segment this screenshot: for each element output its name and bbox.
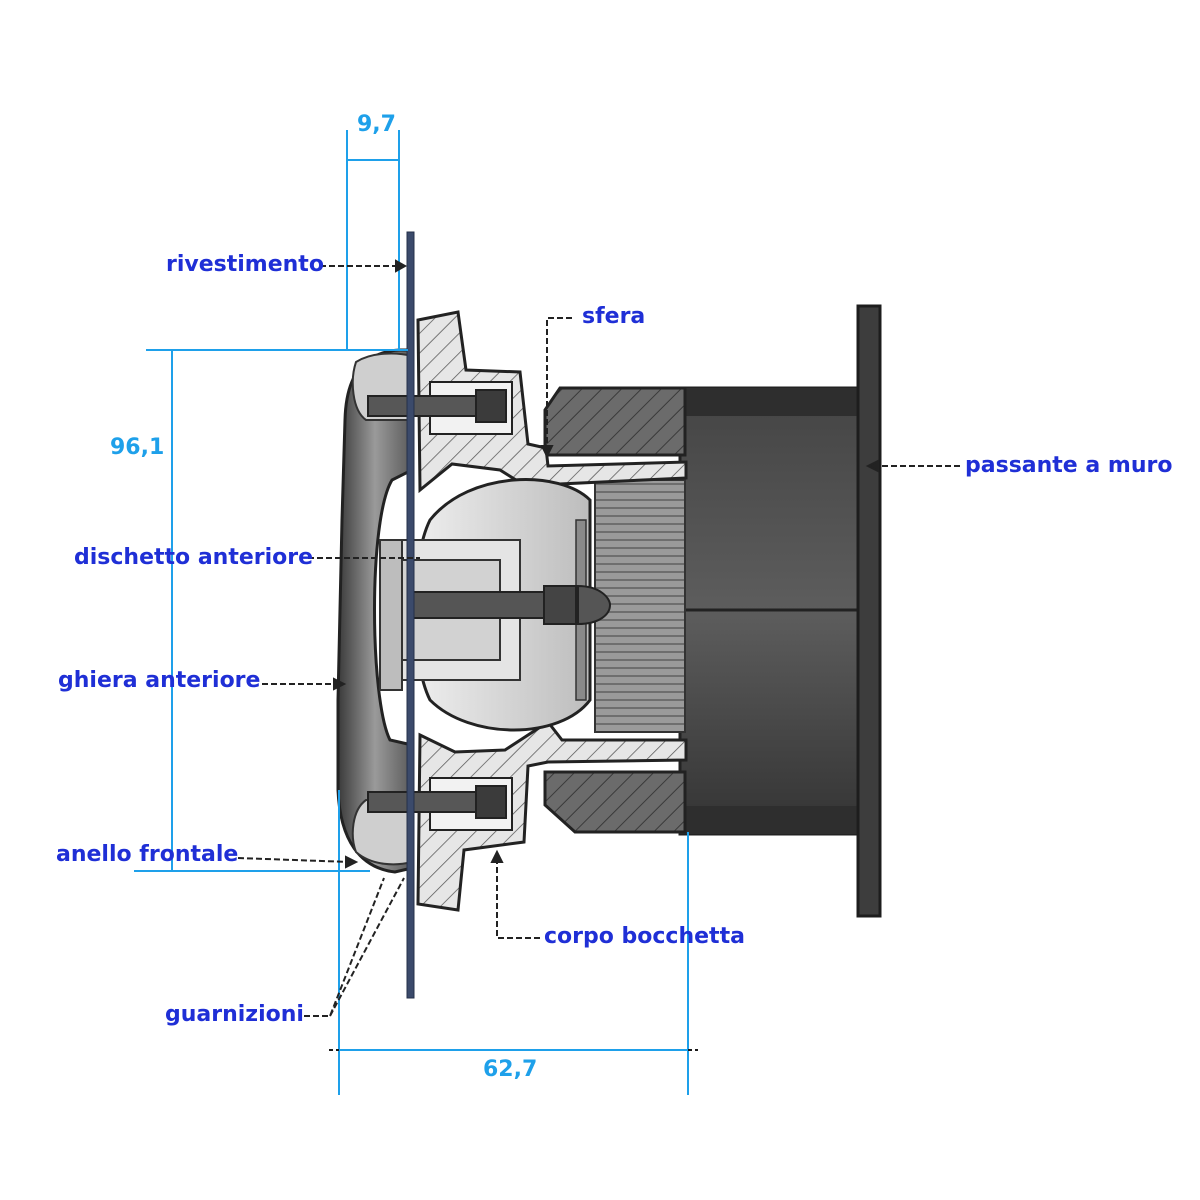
label-rivestimento: rivestimento: [166, 252, 324, 277]
dimension-top-thickness: 9,7: [357, 112, 396, 137]
label-sfera: sfera: [582, 304, 645, 329]
label-corpo-bocchetta: corpo bocchetta: [544, 924, 745, 949]
dimension-lines: [134, 130, 689, 1095]
label-guarnizioni: guarnizioni: [165, 1002, 304, 1027]
label-anello-frontale: anello frontale: [56, 842, 238, 867]
label-passante-a-muro: passante a muro: [965, 453, 1172, 478]
wall-passage: [678, 304, 882, 918]
label-ghiera-anteriore: ghiera anteriore: [58, 668, 260, 693]
cladding-plate: [406, 231, 415, 999]
fixing-screws: [367, 389, 507, 819]
pointer-lines: [237, 259, 960, 1017]
front-disc: [379, 539, 612, 691]
dimension-height: 96,1: [110, 435, 164, 460]
label-dischetto-anteriore: dischetto anteriore: [74, 545, 313, 570]
dimension-depth: 62,7: [483, 1057, 537, 1082]
